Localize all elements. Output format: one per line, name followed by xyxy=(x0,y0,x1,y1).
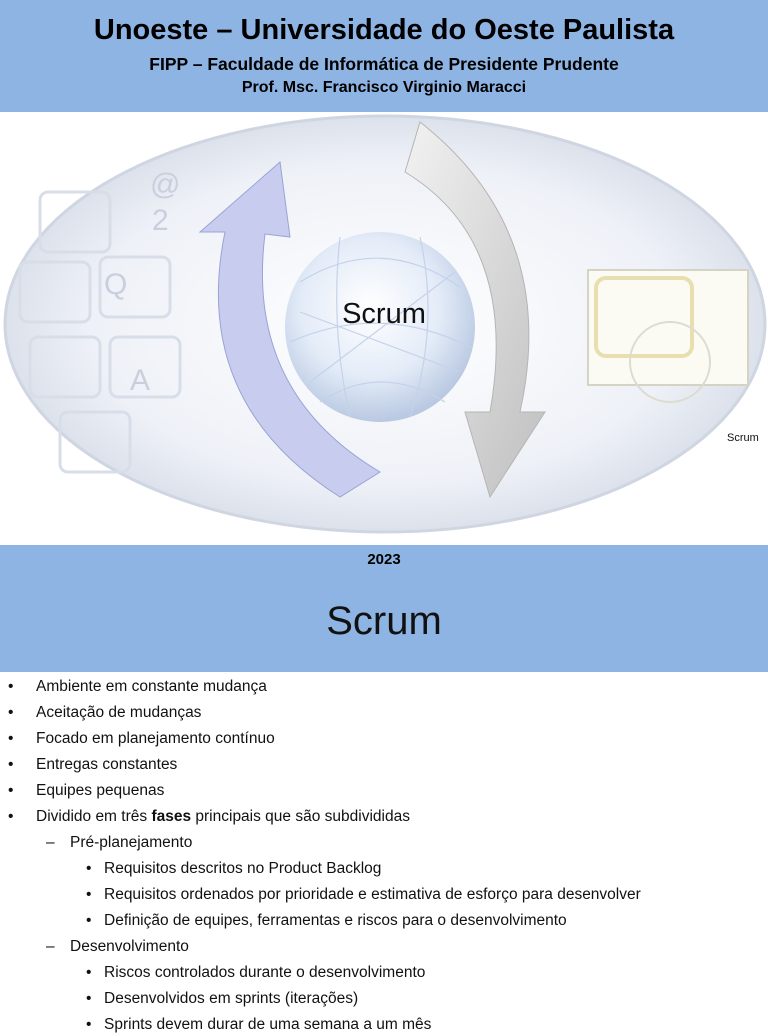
bullet-text: Aceitação de mudanças xyxy=(36,704,202,721)
slide-title: Scrum xyxy=(326,599,442,643)
bullet-text: Desenvolvimento xyxy=(70,938,189,955)
university-title: Unoeste – Universidade do Oeste Paulista xyxy=(93,14,675,46)
blue-cycle-arrow xyxy=(198,161,381,498)
hero-side-label: Scrum xyxy=(727,432,759,444)
year-label: 2023 xyxy=(367,551,401,568)
bullet-mark: • xyxy=(8,756,14,773)
keyboard-keys-shape xyxy=(18,190,182,474)
faculty-subtitle: FIPP – Faculdade de Informática de Presi… xyxy=(149,54,619,74)
bullet-mark: • xyxy=(86,886,92,903)
screen-shape xyxy=(587,269,749,386)
bullet-text: Pré-planejamento xyxy=(70,834,193,851)
bullet-text: Ambiente em constante mudança xyxy=(36,678,267,695)
bullet-mark: • xyxy=(8,808,14,825)
globe-network-lines xyxy=(289,236,471,418)
header-band: Unoeste – Universidade do Oeste Paulista… xyxy=(0,0,768,112)
title-slide-image: @ 2 Q A Scrum Scrum xyxy=(0,112,768,545)
key-label-a: A xyxy=(130,364,150,397)
bullet-text: Desenvolvidos em sprints (iterações) xyxy=(104,990,359,1007)
bullet-text: Riscos controlados durante o desenvolvim… xyxy=(104,964,426,981)
bullet-text: Focado em planejamento contínuo xyxy=(36,730,275,747)
bullet-mark: • xyxy=(8,730,14,747)
cycle-illustration: @ 2 Q A xyxy=(3,114,767,534)
slide2-title-band: 2023 Scrum xyxy=(0,545,768,672)
bullet-mark: • xyxy=(86,990,92,1007)
bullet-mark: • xyxy=(86,860,92,877)
key-label-q: Q xyxy=(104,268,127,301)
bullet-mark: • xyxy=(8,782,14,799)
dash-mark: – xyxy=(46,938,55,955)
bullet-mark: • xyxy=(86,1016,92,1033)
globe-sphere xyxy=(285,232,475,422)
bullet-text: Requisitos ordenados por prioridade e es… xyxy=(104,886,641,903)
hero-title: Scrum xyxy=(342,298,426,330)
bullet-mark: • xyxy=(86,964,92,981)
bullet-mark: • xyxy=(86,912,92,929)
grey-cycle-arrow xyxy=(404,121,546,499)
bold-word: fases xyxy=(151,808,192,825)
key-label-at: @ xyxy=(150,168,180,201)
bullet-text: Equipes pequenas xyxy=(36,782,165,799)
dash-mark: – xyxy=(46,834,55,851)
bullet-text: Sprints devem durar de uma semana a um m… xyxy=(104,1016,432,1033)
bullet-text: Dividido em três fases principais que sã… xyxy=(36,808,410,825)
bullet-text: Entregas constantes xyxy=(36,756,178,773)
bullet-mark: • xyxy=(8,704,14,721)
key-label-2: 2 xyxy=(152,204,169,237)
bullet-text: Requisitos descritos no Product Backlog xyxy=(104,860,382,877)
bullet-text: Definição de equipes, ferramentas e risc… xyxy=(104,912,567,929)
professor-name: Prof. Msc. Francisco Virginio Maracci xyxy=(241,79,527,96)
bullet-mark: • xyxy=(8,678,14,695)
